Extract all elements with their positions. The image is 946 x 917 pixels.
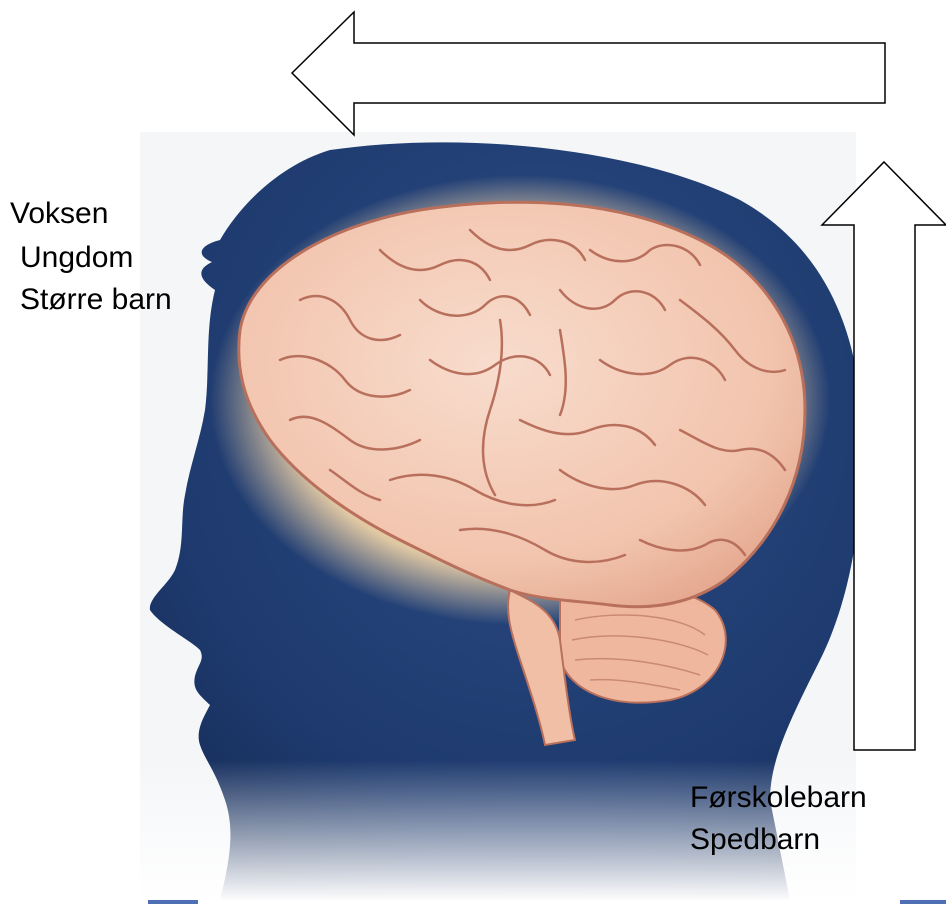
stage-label-ungdom: Ungdom [20, 240, 133, 276]
arrow-left-outline-icon [292, 12, 885, 135]
stage-label-storre-barn: Større barn [20, 282, 172, 318]
stage-label-voksen: Voksen [10, 196, 108, 232]
footer-accent-line-left [148, 900, 198, 904]
stage-label-forskolebarn: Førskolebarn [690, 780, 867, 816]
footer-accent-line-right [900, 900, 946, 904]
stage-label-spedbarn: Spedbarn [690, 822, 820, 858]
